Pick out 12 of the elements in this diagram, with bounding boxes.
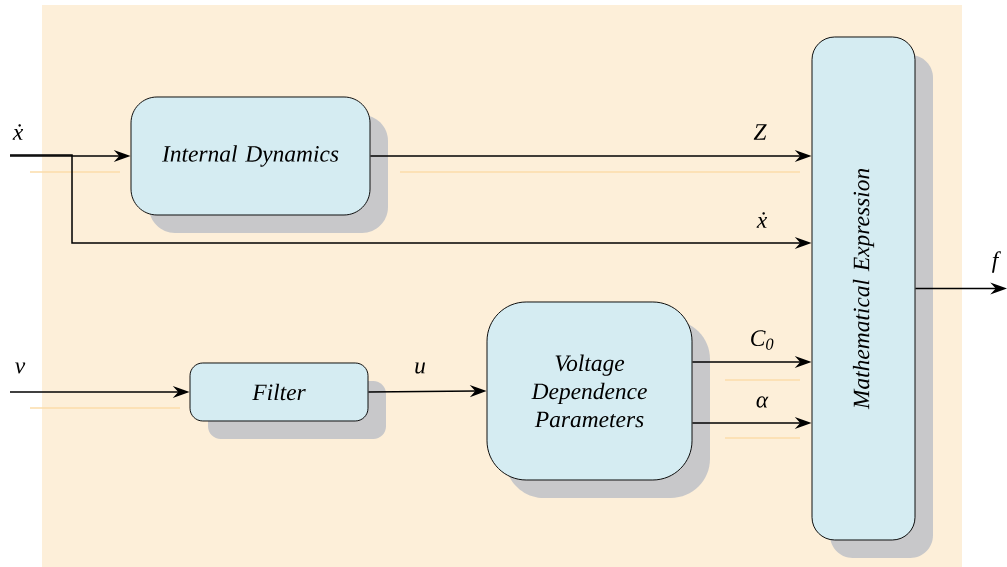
edge-label: v: [15, 362, 26, 374]
process-box: Voltage Dependence Parameters: [486, 301, 710, 498]
edge-label: C$_{0}$: [751, 330, 774, 350]
edge-label: u: [415, 362, 425, 374]
process-box: Mathematical Expression: [811, 36, 933, 558]
edge-label: ẋ: [12, 124, 24, 140]
edge-label: f: [992, 251, 1001, 273]
process-box: Internal Dynamics: [130, 96, 388, 233]
edge-label: α: [756, 396, 769, 408]
edge-label: ẋ: [756, 212, 768, 228]
edge-label: Z: [753, 124, 767, 140]
process-box: Filter: [189, 362, 386, 439]
